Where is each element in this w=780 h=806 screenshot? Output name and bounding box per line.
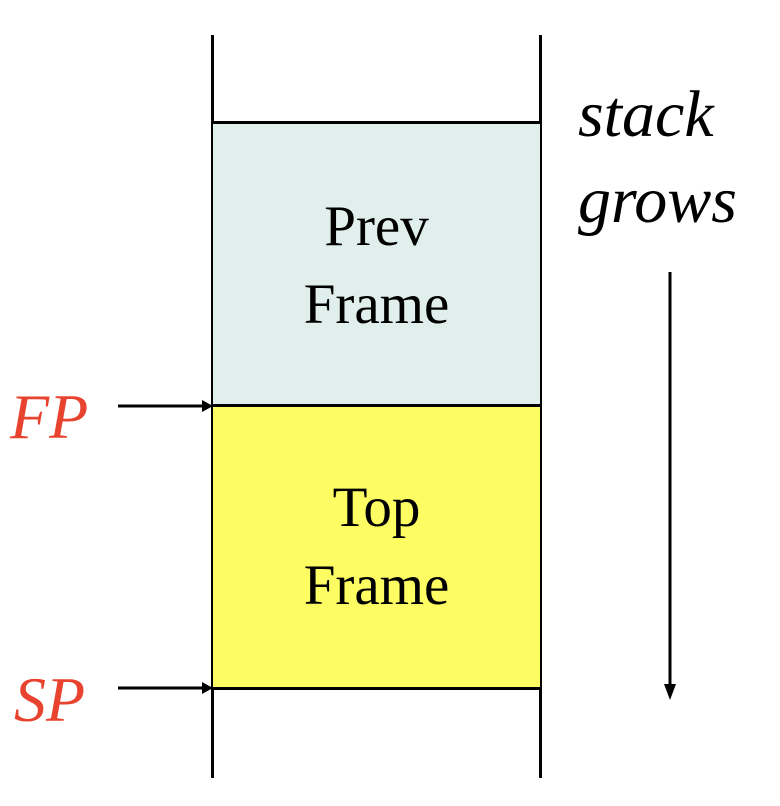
fp-label: FP [10, 381, 89, 452]
stack-grows-down-arrow [664, 272, 676, 700]
stack-left-boundary [211, 35, 214, 778]
sp-label: SP [14, 664, 86, 735]
stack-right-boundary [539, 35, 542, 778]
prev-frame-box: Prev Frame [213, 121, 540, 407]
fp-arrow [118, 400, 213, 412]
top-frame-label: Top Frame [303, 476, 450, 617]
stack-grows-label: stack grows [578, 78, 737, 237]
top-frame-box: Top Frame [213, 404, 540, 690]
sp-arrow [118, 682, 213, 694]
prev-frame-label: Prev Frame [303, 194, 450, 336]
